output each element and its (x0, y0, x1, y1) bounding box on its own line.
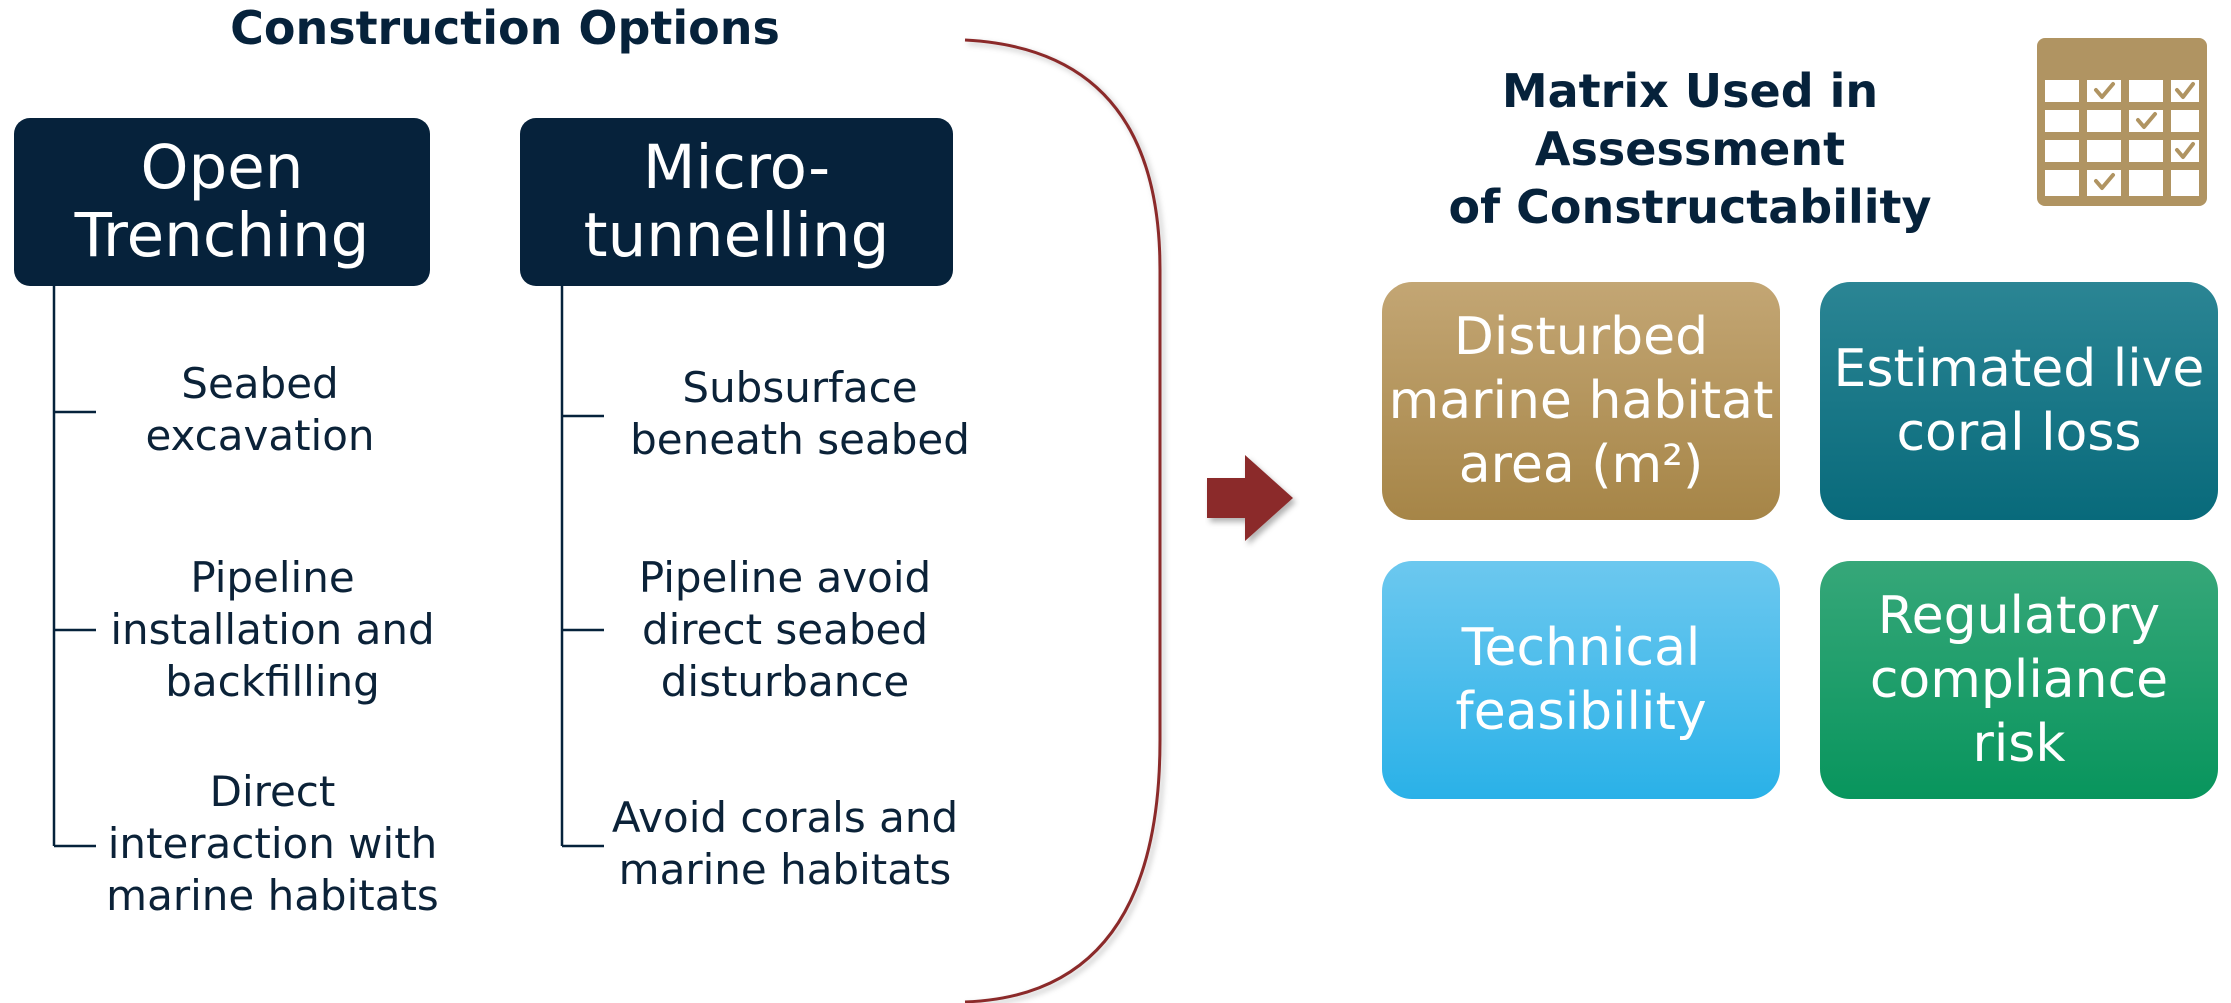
criterion-card-technical-feasibility: Technical feasibility (1382, 561, 1780, 799)
open-trenching-label: Open Trenching (74, 132, 370, 271)
open-trenching-item-1: Seabed excavation (145, 359, 375, 460)
criterion-card-habitat-area: Disturbed marine habitat area (m²) (1382, 282, 1780, 520)
micro-tunnelling-label: Micro- tunnelling (583, 132, 890, 271)
right-arrow-icon (1207, 455, 1293, 541)
tree-connectors (52, 286, 604, 848)
open-trenching-item-2: Pipeline installation and backfilling (110, 553, 435, 706)
criterion-card-regulatory-risk: Regulatory compliance risk (1820, 561, 2218, 799)
micro-tunnelling-item-1: Subsurface beneath seabed (630, 363, 970, 464)
criterion-label-regulatory-risk: Regulatory compliance risk (1869, 586, 2169, 774)
criterion-label-habitat-area: Disturbed marine habitat area (m²) (1388, 307, 1774, 495)
criterion-card-coral-loss: Estimated live coral loss (1820, 282, 2218, 520)
matrix-title: Matrix Used in Assessment of Constructab… (1448, 64, 1932, 234)
options-bracket (964, 38, 1162, 1003)
construction-options-title: Construction Options (230, 1, 780, 55)
criterion-label-coral-loss: Estimated live coral loss (1833, 339, 2205, 463)
open-trenching-item-3: Direct interaction with marine habitats (106, 767, 439, 920)
criterion-label-technical-feasibility: Technical feasibility (1455, 618, 1707, 742)
micro-tunnelling-item-3: Avoid corals and marine habitats (611, 793, 959, 894)
micro-tunnelling-item-2: Pipeline avoid direct seabed disturbance (638, 553, 932, 706)
micro-tunnelling-box: Micro- tunnelling (520, 118, 953, 286)
open-trenching-box: Open Trenching (14, 118, 430, 286)
calendar-matrix-icon (2037, 38, 2207, 206)
